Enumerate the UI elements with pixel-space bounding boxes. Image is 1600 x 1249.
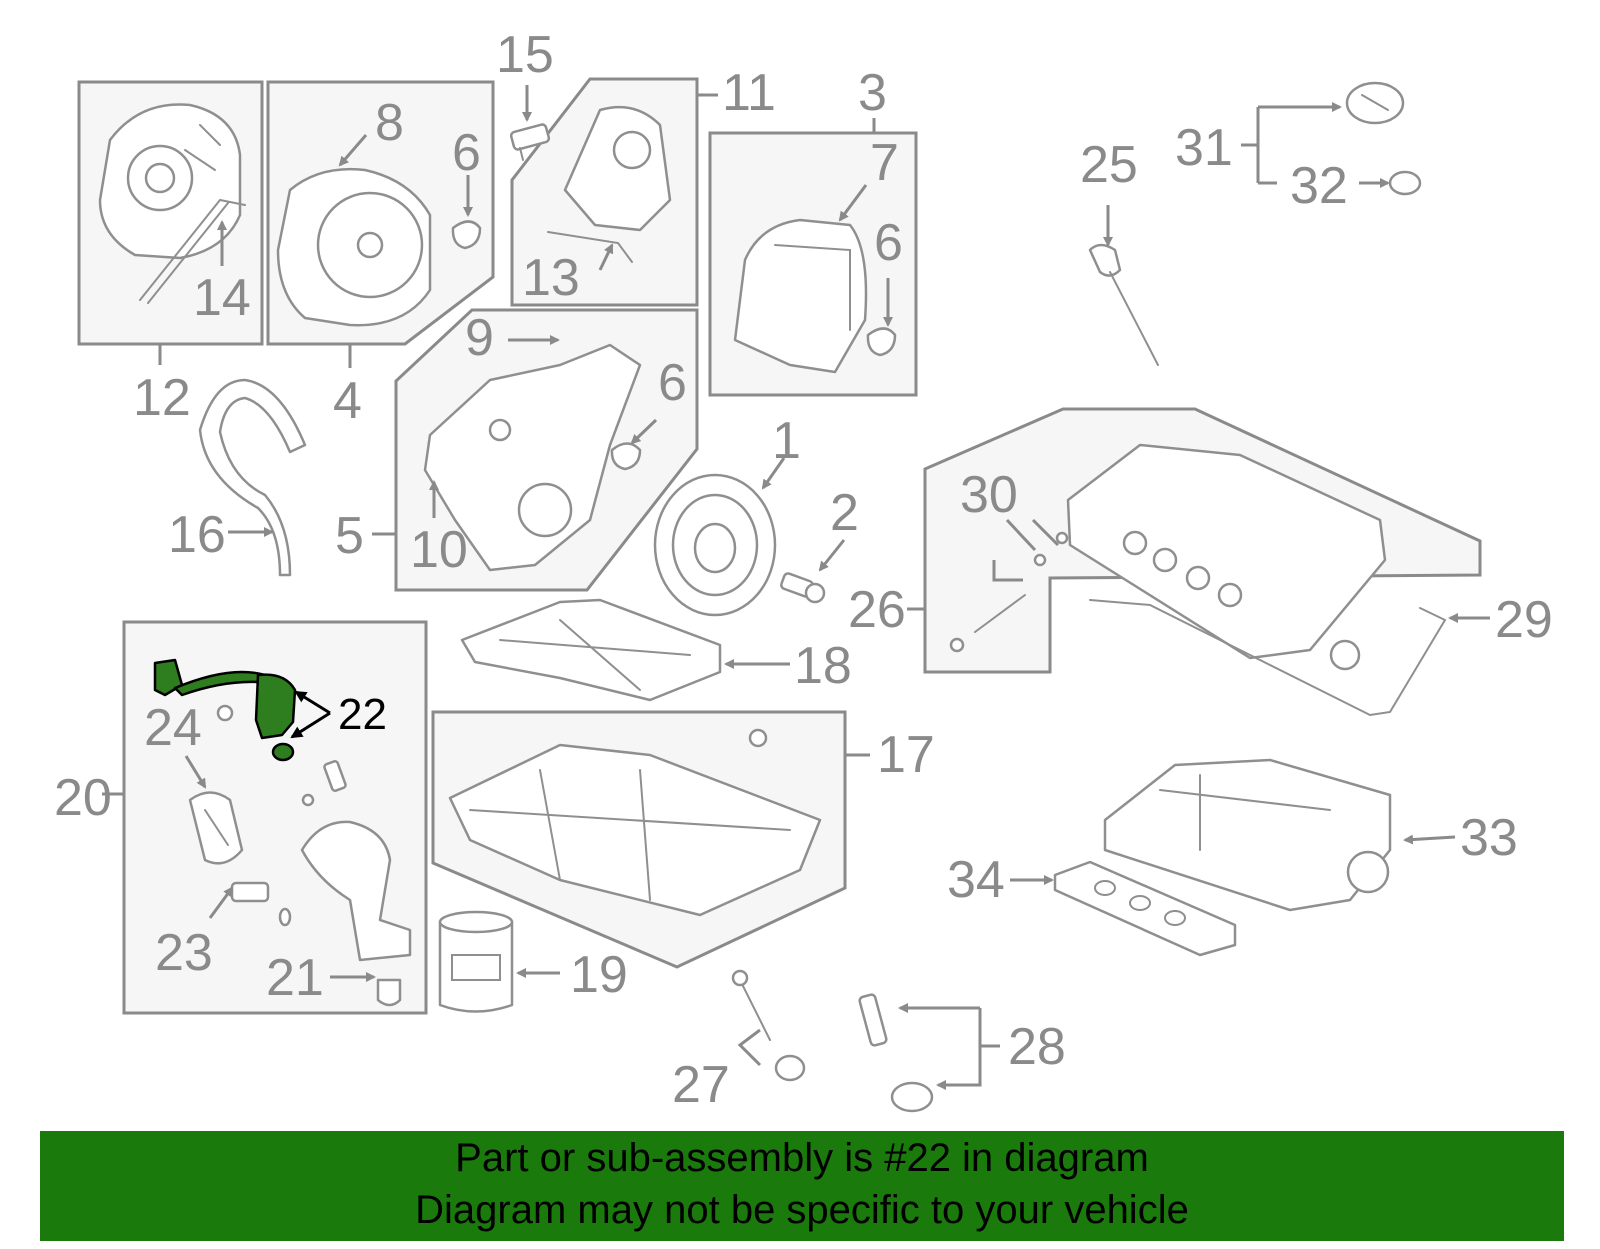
callout-15: 15	[496, 26, 554, 84]
banner-line-2: Diagram may not be specific to your vehi…	[415, 1188, 1189, 1232]
cover-7	[733, 218, 868, 374]
leader-lines-22	[290, 690, 331, 739]
callout-26: 26	[848, 581, 906, 639]
pressure-switch	[216, 704, 347, 927]
callout-7: 7	[870, 134, 899, 192]
crankshaft-pulley	[653, 473, 777, 617]
callout-6a: 6	[452, 124, 481, 182]
grommet-6c	[610, 442, 642, 471]
gasket-24	[188, 791, 244, 865]
sensor-27	[731, 969, 806, 1082]
callout-18: 18	[794, 637, 852, 695]
plug-28	[858, 993, 934, 1113]
oil-pan	[448, 728, 822, 917]
timing-belt-16	[198, 378, 307, 577]
callout-5: 5	[335, 507, 364, 565]
callout-11: 11	[722, 64, 776, 122]
callout-34: 34	[947, 851, 1005, 909]
callout-21: 21	[266, 949, 324, 1007]
callout-25: 25	[1080, 136, 1138, 194]
callout-14: 14	[193, 269, 251, 327]
callout-4: 4	[333, 372, 362, 430]
callout-3: 3	[858, 64, 887, 122]
callout-31: 31	[1175, 119, 1233, 177]
callout-10: 10	[410, 521, 468, 579]
intake-gasket	[1053, 860, 1237, 957]
callout-6c: 6	[658, 354, 687, 412]
callout-33: 33	[1460, 809, 1518, 867]
leader-lines	[102, 85, 1490, 1090]
timing-cover-5	[423, 343, 642, 572]
callout-6b: 6	[874, 214, 903, 272]
callout-29: 29	[1495, 591, 1553, 649]
banner-line-1: Part or sub-assembly is #22 in diagram	[455, 1136, 1149, 1180]
relief-valve-23	[230, 881, 270, 903]
cover-bracket-14	[139, 198, 246, 304]
oil-pump	[300, 820, 412, 962]
highlighted-part-22	[153, 658, 297, 762]
pulley-bolt	[780, 572, 826, 604]
intake-manifold	[1103, 758, 1392, 912]
callout-9: 9	[465, 309, 494, 367]
notice-banner: Part or sub-assembly is #22 in diagram D…	[40, 1131, 1564, 1241]
callout-labels: 1 2 3 4 5 6 6 6 7 8 9 10 11 12 13 14 15 …	[54, 26, 1553, 1114]
callout-28: 28	[1008, 1018, 1066, 1076]
cylinder-head-cover	[1066, 443, 1387, 671]
lower-cover-11	[547, 105, 672, 263]
cap-seal	[1388, 170, 1422, 196]
callout-13: 13	[522, 249, 580, 307]
upper-timing-cover	[276, 167, 432, 327]
timing-belt-back-cover	[98, 103, 242, 260]
callout-2: 2	[830, 484, 859, 542]
callout-17: 17	[877, 726, 935, 784]
callout-1: 1	[772, 412, 801, 470]
baffle-plate	[460, 598, 722, 702]
callout-19: 19	[570, 946, 628, 1004]
dipstick-25	[1088, 243, 1159, 366]
grommet-6b	[866, 327, 897, 357]
grommet-6a	[451, 220, 482, 250]
head-cover-bolt	[949, 531, 1069, 653]
callout-22: 22	[338, 690, 387, 739]
callout-24: 24	[144, 699, 202, 757]
callout-12: 12	[133, 369, 191, 427]
callout-20: 20	[54, 769, 112, 827]
oil-filter	[438, 910, 514, 1013]
callout-23: 23	[155, 924, 213, 982]
oil-filler-cap	[1345, 81, 1405, 125]
callout-8: 8	[375, 94, 404, 152]
head-cover-gasket	[1089, 599, 1447, 717]
sensor-15	[509, 123, 551, 161]
callout-30: 30	[960, 466, 1018, 524]
plug-21	[376, 978, 402, 1007]
callout-27: 27	[672, 1056, 730, 1114]
callout-32: 32	[1290, 157, 1348, 215]
callout-16: 16	[168, 506, 226, 564]
